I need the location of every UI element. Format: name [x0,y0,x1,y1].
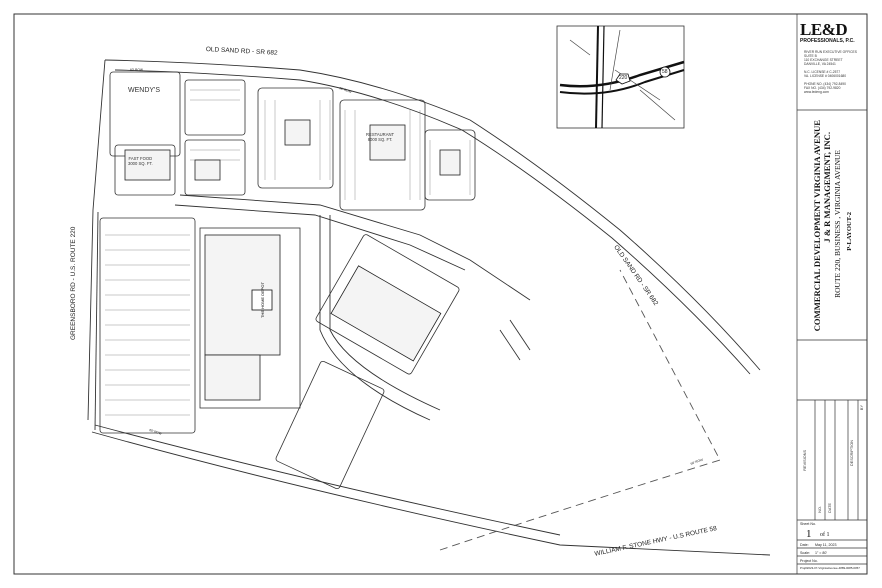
parking-stripes [105,89,471,416]
project-title: COMMERCIAL DEVELOPMENT VIRGINIA AVENUE [812,120,822,332]
roads [87,59,771,556]
restaurant-label: RESTAURANT 8000 SQ. FT. [366,132,395,142]
row-label-1: 60' ROW [130,68,143,72]
route-220-shield: 220 [619,75,628,81]
revisions-col-desc: DESCRIPTION [850,440,854,466]
home-depot-label: THE HOME DEPOT [260,281,265,318]
firm-license-va: VA. LICENSE # 0406001680 [804,74,847,78]
project-client: J & R MANAGEMENT, INC. [822,132,832,243]
vicinity-map [556,25,685,129]
firm-logo: LE&D [800,20,848,39]
date-label: Date: [800,543,809,547]
firm-name: PROFESSIONALS, P.C. [800,38,855,44]
firm-address-1: RIVER RUN EXECUTIVE OFFICES [804,50,857,54]
greensboro-rd-label: GREENSBORO RD - U.S. ROUTE 220 [70,226,77,340]
sheet-title: P-LAYOUT-2 [846,212,853,251]
revisions-header: REVISIONS [803,450,807,471]
home-depot-logo: THE HOME DEPOT [251,281,273,318]
scale-label: Scale: [800,551,810,555]
firm-address-2: SUITE B [804,54,817,58]
revisions-col-by: BY [860,405,864,411]
firm-website: www.ledeng.com [804,90,829,94]
date-value: May 11, 2023 [815,543,837,547]
revisions-col-no: NO. [818,506,822,513]
revisions-col-date: DATE [828,503,832,513]
parking-lots [99,71,476,490]
firm-fax: FAX NO. (434) 792-9820 [804,86,841,90]
project-location: ROUTE 220, BUSINESS , VIRGINIA AVENUE [833,150,842,298]
firm-phone: PHONE NO. (434) 792-8490 [804,82,846,86]
wendys-label: WENDY'S [128,87,161,94]
sheet-of-total: of 1 [820,532,830,538]
firm-address-3: 110 EXCHANGE STREET [804,58,843,62]
project-no-label: Project No. [800,559,818,563]
fast-food-label: FAST FOOD 3000 SQ. FT. [128,156,153,166]
title-block-lines [796,14,867,574]
firm-license-nc: N.C. LICENSE # C-2577 [804,70,841,74]
route-58-shield: 58 [662,69,668,75]
firm-address-4: DANVILLE, VA 24541 [804,62,836,66]
sheet-number: 1 [806,528,812,540]
sheet-border [13,13,868,575]
sheet-no-label: Sheet No. [800,522,816,526]
scale-value: 1" = 80' [815,551,828,555]
project-no-value: Proj#2023-07-VirginiaAvenue-4889-0085-60… [800,566,860,570]
